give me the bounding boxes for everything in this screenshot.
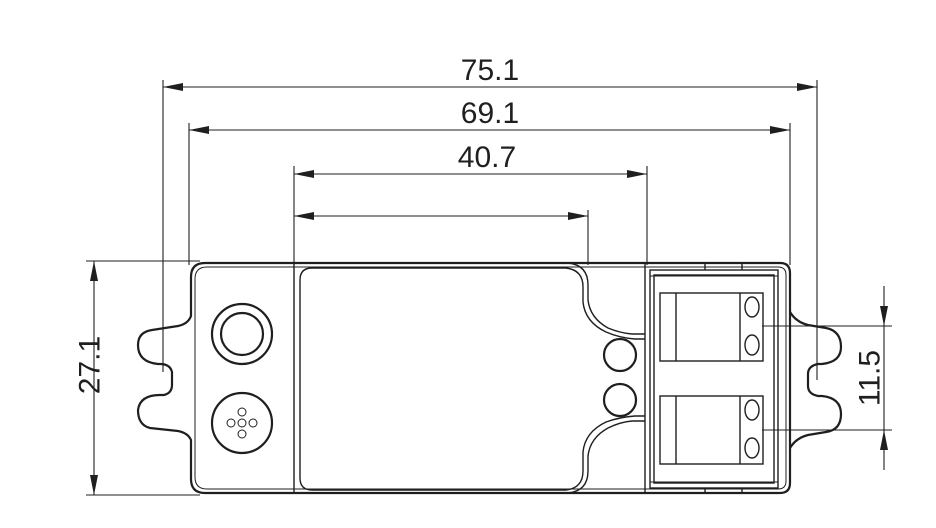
round-button [210,302,274,366]
screw-icon [744,334,760,356]
dim-label-75-1: 75.1 [461,54,519,87]
dimension-mounting-hole-distance: 69.1 [188,97,791,265]
right-mounting-tab [789,311,843,449]
screw-icon [744,399,760,421]
terminal-block [649,263,779,493]
dim-label-40-7: 40.7 [458,141,516,174]
terminal-upper [659,292,764,362]
dim-label-11-5: 11.5 [854,350,887,406]
sensor-grille [210,391,274,455]
dimension-overall-length: 75.1 [162,54,818,380]
center-cover [293,262,646,494]
dimension-height: 27.1 [74,260,200,496]
dim-label-27-1: 27.1 [74,336,107,394]
led-indicators [602,337,638,418]
housing [136,261,843,495]
housing-inner-edge [194,266,787,490]
screw-icon [744,296,760,318]
dim-label-69-1: 69.1 [461,97,519,130]
dimension-cover-top [294,210,589,265]
cover-outline [312,262,645,335]
dimension-terminal-pitch: 11.5 [762,286,892,470]
housing-outline [136,261,792,495]
screw-icon [744,437,760,459]
dimension-cover-length: 40.7 [293,141,648,265]
